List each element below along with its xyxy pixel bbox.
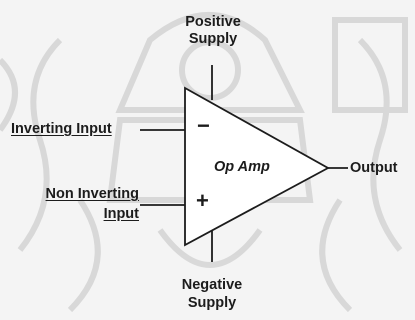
op-amp-label: Op Amp — [214, 159, 270, 175]
inverting-input-label: Inverting Input — [11, 121, 112, 137]
op-amp-triangle — [184, 86, 330, 247]
positive-supply-label: Positive Supply — [185, 14, 241, 47]
plus-sign: + — [196, 188, 209, 213]
minus-sign: − — [197, 113, 210, 138]
noninverting-input-label: Non Inverting Input — [45, 186, 139, 222]
output-label: Output — [350, 160, 398, 176]
negative-supply-label: Negative Supply — [181, 277, 243, 311]
